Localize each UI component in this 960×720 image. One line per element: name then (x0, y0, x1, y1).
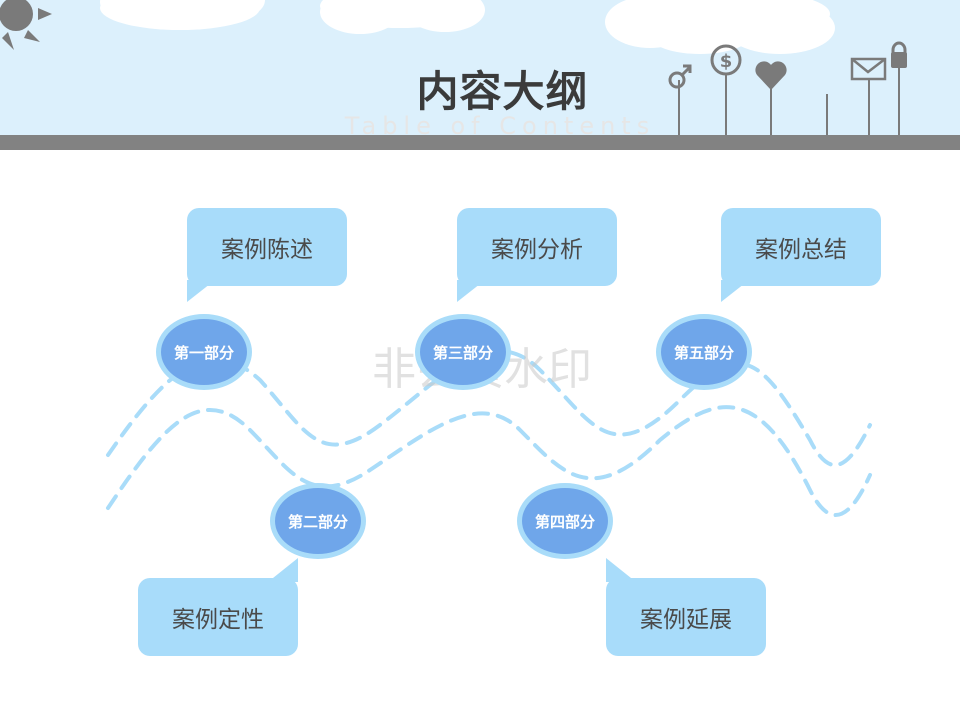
sun-icon (0, 0, 52, 50)
node-section-5[interactable]: 第五部分 (656, 314, 752, 390)
bubble-tail (606, 558, 636, 582)
bubble-section-3: 案例分析 (457, 208, 617, 286)
cloud (100, 0, 265, 30)
bubble-tail (457, 280, 485, 302)
heart-icon (755, 61, 787, 90)
header-bar (0, 135, 960, 150)
envelope-icon (850, 57, 887, 81)
bubble-section-2: 案例定性 (138, 578, 298, 656)
node-label: 第三部分 (432, 343, 493, 362)
bubble-label: 案例分析 (491, 237, 583, 263)
dollar-coin-icon: $ (710, 44, 742, 76)
cloud (605, 0, 835, 54)
node-label: 第一部分 (173, 343, 234, 362)
bubble-label: 案例陈述 (221, 237, 313, 263)
node-section-2[interactable]: 第二部分 (270, 483, 366, 559)
bubble-label: 案例总结 (755, 237, 847, 263)
bubble-section-5: 案例总结 (721, 208, 881, 286)
bubble-label: 案例定性 (172, 607, 264, 633)
node-label: 第五部分 (673, 343, 734, 362)
bubble-tail (187, 280, 215, 302)
node-label: 第四部分 (534, 512, 595, 531)
bubble-tail (268, 558, 298, 582)
node-section-3[interactable]: 第三部分 (415, 314, 511, 390)
page-title: 内容大纲 (416, 67, 589, 116)
bubble-section-4: 案例延展 (606, 578, 766, 656)
bubble-tail (721, 280, 749, 302)
dashed-wave-lines (106, 349, 872, 517)
header-band: $ (0, 0, 960, 135)
node-section-1[interactable]: 第一部分 (156, 314, 252, 390)
cloud (320, 0, 485, 34)
page-subtitle: Table of Contents (344, 112, 656, 140)
svg-text:$: $ (720, 51, 733, 72)
pole-icons (678, 68, 900, 135)
male-symbol-icon (668, 64, 692, 89)
header-decoration: $ (0, 0, 907, 135)
bubble-section-1: 案例陈述 (187, 208, 347, 286)
bubble-label: 案例延展 (640, 607, 732, 633)
node-section-4[interactable]: 第四部分 (517, 483, 613, 559)
padlock-icon (891, 41, 907, 68)
node-label: 第二部分 (287, 512, 348, 531)
